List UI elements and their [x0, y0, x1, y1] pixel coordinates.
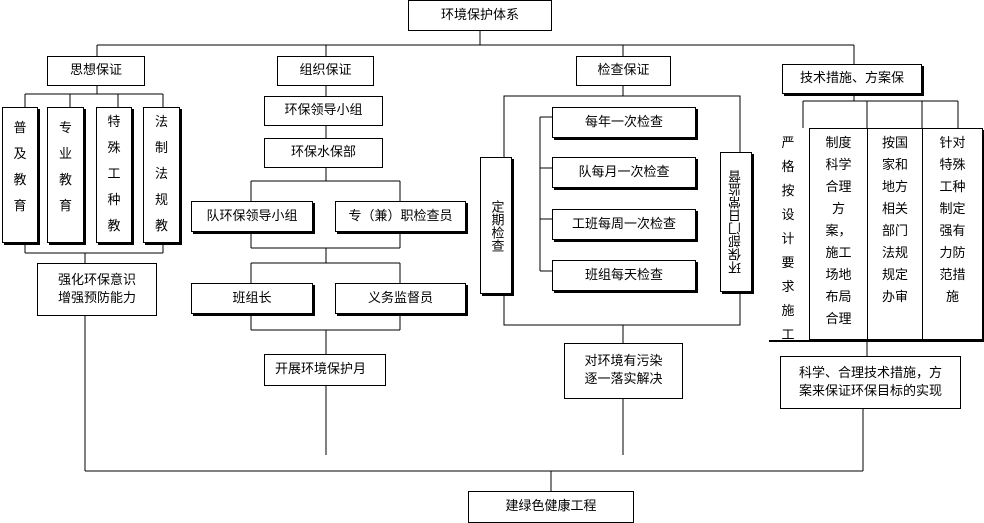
inspector-box: 专（兼）职检查员 — [335, 201, 466, 232]
env-leadership-group-box: 环保领导小组 — [264, 96, 383, 126]
inspection-result: 对环境有污染 逐一落实解决 — [584, 354, 663, 387]
goal-box: 建绿色健康工程 — [468, 491, 634, 523]
check-daily-box: 班组每天检查 — [552, 260, 696, 291]
education-item-general: 普及教育 — [2, 107, 38, 243]
daily-supervision-box: 环保部门日常监督 — [720, 152, 752, 292]
check-weekly-box: 工班每周一次检查 — [552, 209, 696, 240]
inspection-guarantee-label: 检查保证 — [597, 63, 650, 79]
thought-guarantee-label: 思想保证 — [69, 63, 122, 79]
organization-result: 开展环境保护月 — [275, 362, 367, 378]
inspection-guarantee-box: 检查保证 — [576, 56, 671, 86]
goal-label: 建绿色健康工程 — [505, 499, 597, 515]
tech-col-special-trades: 针对特殊工种制定强有力防范措施 — [922, 129, 982, 339]
tech-col-regulation: 按国家和地方相关部门法规规定办审 — [867, 129, 922, 339]
education-item-special-trades: 特殊工种教育 — [96, 107, 132, 243]
thought-result-box: 强化环保意识 增强预防能力 — [37, 263, 157, 316]
technical-measures-box: 技术措施、方案保 — [782, 64, 922, 94]
technical-result-box: 科学、合理技术措施，方 案来保证环保目标的实现 — [780, 356, 961, 409]
technical-measures-label: 技术措施、方案保 — [799, 71, 904, 87]
thought-guarantee-box: 思想保证 — [47, 56, 145, 86]
volunteer-supervisor-box: 义务监督员 — [335, 283, 466, 314]
organization-guarantee-box: 组织保证 — [277, 56, 374, 86]
technical-result: 科学、合理技术措施，方 案来保证环保目标的实现 — [798, 365, 942, 399]
check-yearly-box: 每年一次检查 — [552, 107, 696, 138]
system-title: 环境保护体系 — [440, 7, 519, 23]
organization-guarantee-label: 组织保证 — [299, 63, 352, 79]
thought-result: 强化环保意识 增强预防能力 — [57, 272, 136, 306]
check-monthly-box: 队每月一次检查 — [552, 157, 696, 188]
education-item-professional: 专业教育 — [47, 107, 84, 243]
tech-col-scheme: 制度科学合理方案，施工场地布局合理 — [809, 129, 867, 339]
env-water-dept-box: 环保水保部 — [264, 138, 383, 168]
system-title-box: 环境保护体系 — [408, 0, 552, 31]
periodic-inspection-box: 定期检查 — [480, 157, 512, 294]
education-item-legal: 法制法规教育 — [143, 107, 180, 243]
squad-leader-box: 班组长 — [191, 283, 313, 314]
tech-col-design: 严格按设计要求施工 — [767, 128, 809, 340]
organization-result-box: 开展环境保护月 — [264, 354, 386, 386]
inspection-result-box: 对环境有污染 逐一落实解决 — [564, 343, 683, 399]
team-env-leadership-box: 队环保领导小组 — [191, 201, 313, 232]
